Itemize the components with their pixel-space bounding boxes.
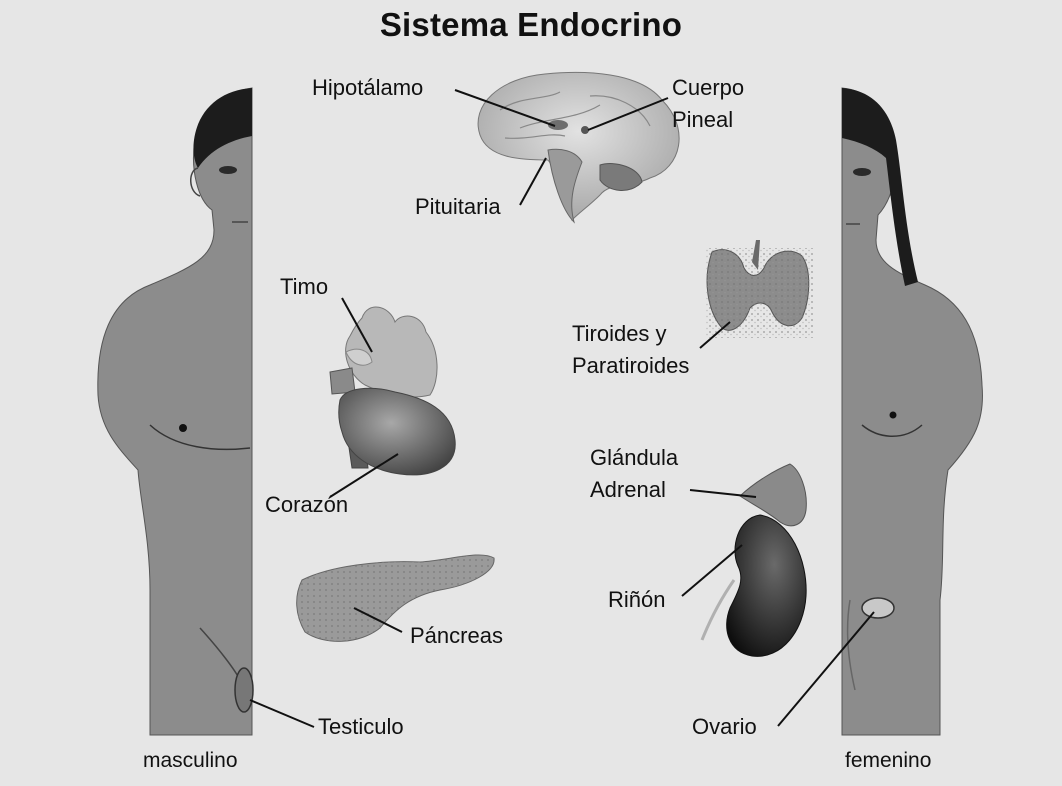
male-eye xyxy=(219,166,237,174)
male-figure xyxy=(98,88,253,735)
caption-female: femenino xyxy=(845,748,931,774)
male-nipple xyxy=(179,424,187,432)
label-cuerpo-pineal-line2: Pineal xyxy=(672,106,733,134)
label-corazon: Corazón xyxy=(265,491,348,519)
leader-pituitaria xyxy=(520,158,546,205)
female-nipple xyxy=(890,412,897,419)
label-pituitaria: Pituitaria xyxy=(415,193,501,221)
caption-male: masculino xyxy=(143,748,238,774)
male-body xyxy=(98,88,252,735)
label-glandula-line1: Glándula xyxy=(590,444,678,472)
diagram-title: Sistema Endocrino xyxy=(0,6,1062,44)
female-figure xyxy=(842,88,983,735)
label-tiroides-line1: Tiroides y xyxy=(572,320,667,348)
leader-rinon xyxy=(682,545,742,596)
female-eye xyxy=(853,168,871,176)
label-tiroides-line2: Paratiroides xyxy=(572,352,689,380)
female-body xyxy=(842,88,983,735)
label-glandula-line2: Adrenal xyxy=(590,476,666,504)
label-ovario: Ovario xyxy=(692,713,757,741)
leader-testiculo xyxy=(250,700,314,727)
male-testicle-mark xyxy=(235,668,253,712)
label-testiculo: Testiculo xyxy=(318,713,404,741)
label-rinon: Riñón xyxy=(608,586,665,614)
label-timo: Timo xyxy=(280,273,328,301)
brain-illustration xyxy=(478,72,679,222)
thyroid-illustration xyxy=(705,240,813,338)
label-cuerpo-pineal-line1: Cuerpo xyxy=(672,74,744,102)
heart-thymus-illustration xyxy=(330,307,455,475)
label-pancreas: Páncreas xyxy=(410,622,503,650)
female-ovary-mark xyxy=(862,598,894,618)
label-hipotalamo: Hipotálamo xyxy=(312,74,423,102)
